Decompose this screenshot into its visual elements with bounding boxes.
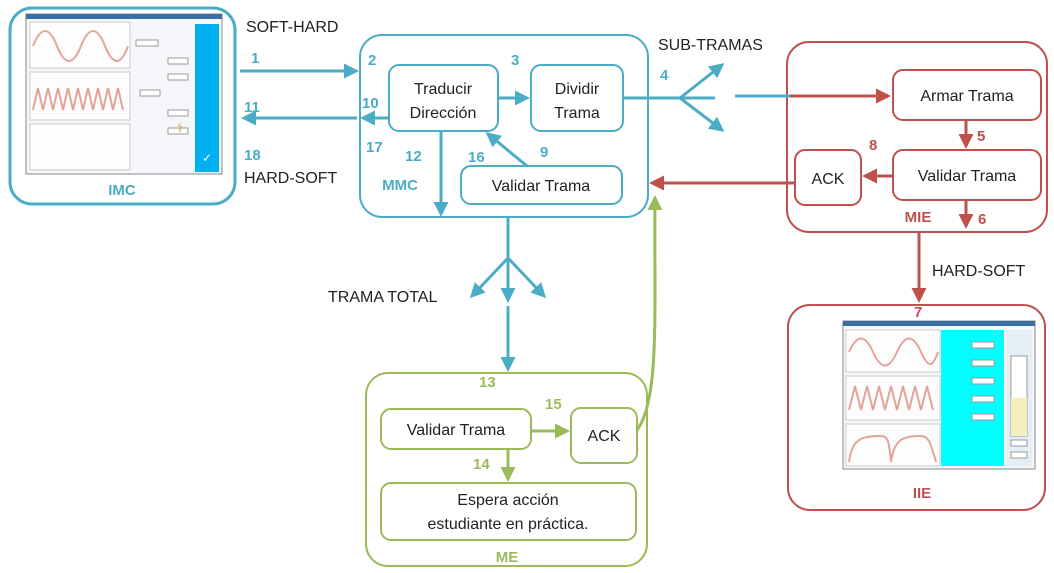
iie-block: IIE — [787, 304, 1046, 511]
mie-label: MIE — [905, 209, 932, 226]
arrow-trama-right — [506, 256, 547, 299]
step-13: 13 — [479, 374, 496, 391]
label-hard-soft-left: HARD-SOFT — [244, 170, 338, 187]
flow-labels: SOFT-HARD HARD-SOFT SUB-TRAMAS TRAMA TOT… — [244, 19, 1026, 306]
traducir-line1: Traducir — [414, 81, 473, 98]
step-1: 1 — [251, 50, 259, 67]
green-arrows — [500, 195, 663, 482]
mie-ack-label: ACK — [812, 171, 845, 188]
mmc-block: Traducir Dirección Dividir Trama Validar… — [359, 34, 649, 218]
svg-text:⚕: ⚕ — [177, 121, 184, 135]
mmc-validar-label: Validar Trama — [492, 178, 591, 195]
dividir-line2: Trama — [554, 105, 600, 122]
step-15: 15 — [545, 396, 562, 413]
label-trama-total: TRAMA TOTAL — [328, 289, 437, 306]
espera-box — [380, 482, 637, 541]
mmc-label: MMC — [382, 177, 418, 194]
step-5: 5 — [977, 128, 985, 145]
mmc-validar-trama-box — [460, 165, 623, 205]
step-6: 6 — [978, 211, 986, 228]
me-validar-label: Validar Trama — [407, 422, 506, 439]
dividir-line1: Dividir — [555, 81, 600, 98]
mie-validar-label: Validar Trama — [918, 168, 1017, 185]
step-7: 7 — [914, 304, 922, 321]
step-9: 9 — [540, 144, 548, 161]
arrow-fork-up — [679, 63, 725, 100]
arrow-validar-traducir — [485, 132, 528, 168]
label-hard-soft-right: HARD-SOFT — [932, 263, 1026, 280]
espera-line2: estudiante en práctica. — [428, 516, 589, 533]
step-10: 10 — [362, 95, 379, 112]
mie-block: Armar Trama Validar Trama ACK MIE — [786, 41, 1048, 233]
me-label: ME — [496, 549, 519, 566]
me-validar-trama-box — [380, 408, 532, 450]
mie-ack-box — [794, 149, 862, 206]
step-numbers: 1 2 3 4 5 6 7 8 9 10 11 12 13 14 15 16 1… — [244, 50, 986, 473]
traducir-line2: Dirección — [410, 105, 477, 122]
label-soft-hard: SOFT-HARD — [246, 19, 338, 36]
armar-label: Armar Trama — [920, 88, 1013, 105]
svg-text:✓: ✓ — [202, 151, 212, 165]
me-ack-label: ACK — [588, 428, 621, 445]
blue-arrows — [240, 63, 790, 372]
imc-block: ✓ ⚕ IMC — [8, 6, 237, 206]
step-2: 2 — [368, 52, 376, 69]
step-3: 3 — [511, 52, 519, 69]
iie-label: IIE — [913, 485, 931, 502]
espera-line1: Espera acción — [457, 492, 558, 509]
step-14: 14 — [473, 456, 490, 473]
imc-screenshot: ✓ ⚕ — [25, 13, 223, 175]
arrow-trama-left — [469, 256, 510, 299]
step-11: 11 — [244, 99, 260, 116]
iie-screenshot — [842, 320, 1036, 470]
step-16: 16 — [468, 149, 485, 166]
red-arrows — [649, 88, 974, 303]
step-4: 4 — [660, 67, 669, 84]
step-12: 12 — [405, 148, 422, 165]
step-17: 17 — [366, 139, 383, 156]
label-sub-tramas: SUB-TRAMAS — [658, 37, 763, 54]
me-ack-box — [570, 407, 638, 464]
arrow-me-ack-mmc — [635, 195, 663, 431]
step-8: 8 — [869, 137, 877, 154]
step-18: 18 — [244, 147, 261, 164]
imc-label: IMC — [108, 182, 136, 199]
arrow-fork-down — [679, 96, 725, 132]
